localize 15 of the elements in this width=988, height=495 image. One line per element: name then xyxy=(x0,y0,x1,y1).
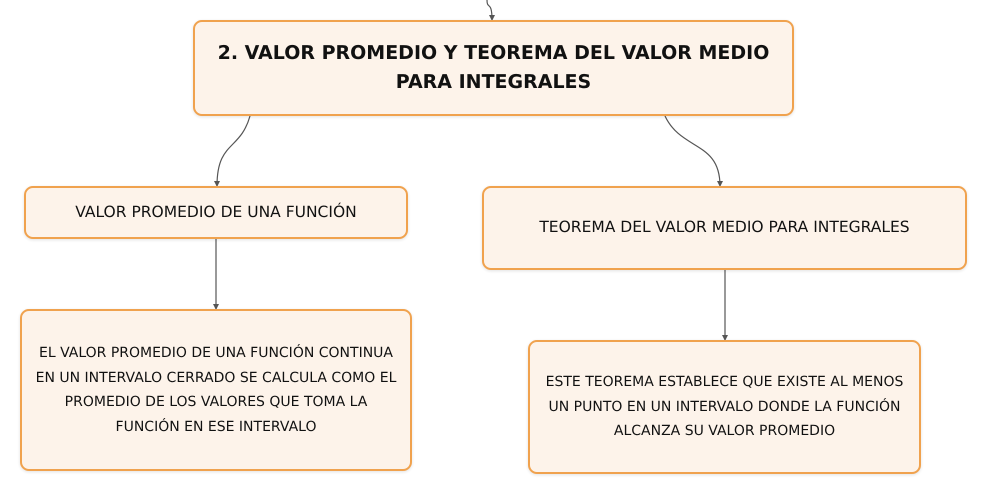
arrow xyxy=(213,239,219,310)
arrow xyxy=(214,116,251,187)
arrow xyxy=(486,0,495,21)
topic-box xyxy=(24,186,408,239)
description-box xyxy=(20,309,412,471)
box-text: EL VALOR PROMEDIO DE UNA FUNCIÓN CONTINUA EN UN INTERVALO CERRADO SE CALCULA COMO EL PROMEDIO DE LOS VALORES QUE TOMA LA FUNCIÓN EN ESE INTERVALO xyxy=(34,343,398,436)
arrow xyxy=(722,270,728,341)
description-box xyxy=(528,340,921,474)
title-box xyxy=(193,20,794,116)
box-text: ESTE TEOREMA ESTABLECE QUE EXISTE AL MENOS UN PUNTO EN UN INTERVALO DONDE LA FUNCIÓN ALCANZA SU VALOR PROMEDIO xyxy=(544,373,904,442)
box-text: VALOR PROMEDIO DE UNA FUNCIÓN xyxy=(75,202,357,223)
topic-box xyxy=(482,186,967,270)
arrow xyxy=(664,116,723,187)
box-text: TEOREMA DEL VALOR MEDIO PARA INTEGRALES xyxy=(539,217,910,238)
heading: 2. VALOR PROMEDIO Y TEOREMA DEL VALOR MEDIO PARA INTEGRALES xyxy=(216,40,770,95)
